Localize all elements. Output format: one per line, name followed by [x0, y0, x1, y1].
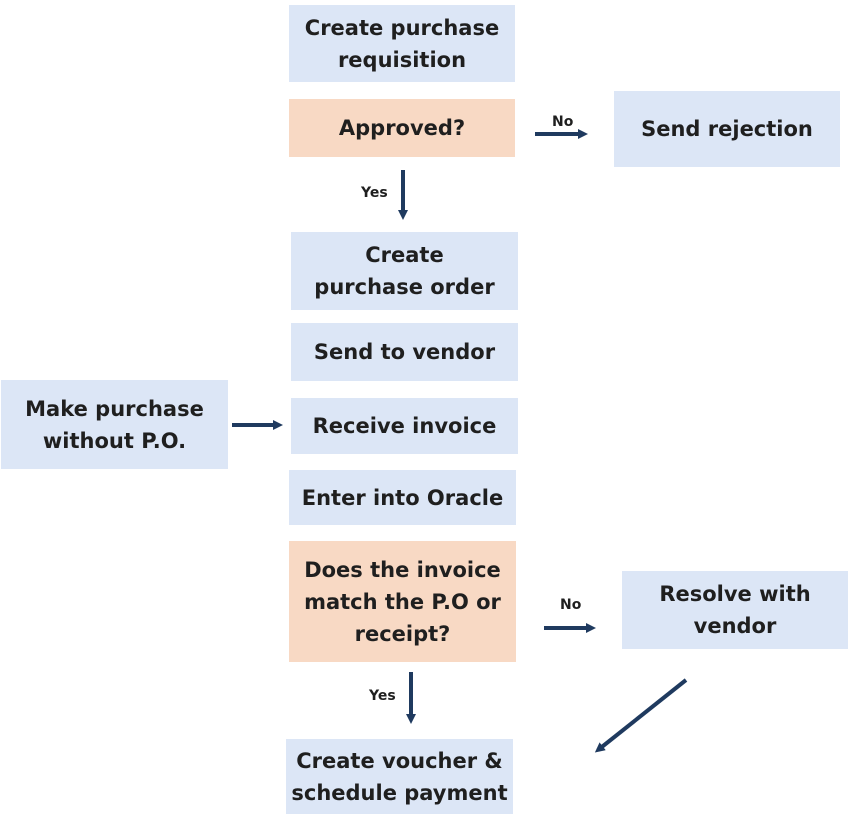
- edge-label-match-no: No: [560, 597, 582, 613]
- node-send-rejection: Send rejection: [614, 91, 840, 167]
- node-create-voucher-text: Create voucher & schedule payment: [291, 748, 508, 805]
- node-send-to-vendor-text: Send to vendor: [313, 340, 496, 364]
- decision-invoice-match: Does the invoice match the P.O or receip…: [289, 541, 516, 662]
- node-send-to-vendor: Send to vendor: [291, 323, 518, 381]
- node-create-purchase-order: Create purchase order: [291, 232, 518, 310]
- node-receive-invoice: Receive invoice: [291, 398, 518, 454]
- node-create-purchase-order-text: Create purchase order: [314, 243, 495, 299]
- node-make-purchase-without-po: Make purchase without P.O.: [1, 380, 228, 469]
- node-create-requisition: Create purchase requisition: [289, 5, 515, 82]
- decision-invoice-match-text: Does the invoice match the P.O or receip…: [304, 557, 501, 646]
- edge-label-approved-yes: Yes: [361, 185, 388, 201]
- decision-approved-text: Approved?: [338, 116, 466, 140]
- node-enter-into-oracle-text: Enter into Oracle: [301, 485, 504, 510]
- node-resolve-with-vendor-text: Resolve with vendor: [659, 582, 811, 638]
- node-create-requisition-text: Create purchase requisition: [304, 15, 500, 72]
- node-receive-invoice-text: Receive invoice: [312, 414, 497, 438]
- arrow-resolve-to-voucher: [594, 678, 688, 753]
- node-create-voucher: Create voucher & schedule payment: [286, 739, 513, 814]
- node-enter-into-oracle: Enter into Oracle: [289, 470, 516, 525]
- node-make-purchase-without-po-text: Make purchase without P.O.: [25, 396, 204, 453]
- edge-label-match-yes: Yes: [369, 688, 396, 704]
- decision-approved: Approved?: [289, 99, 515, 157]
- node-resolve-with-vendor: Resolve with vendor: [622, 571, 848, 649]
- node-send-rejection-text: Send rejection: [641, 117, 813, 141]
- edge-label-approved-no: No: [552, 114, 574, 130]
